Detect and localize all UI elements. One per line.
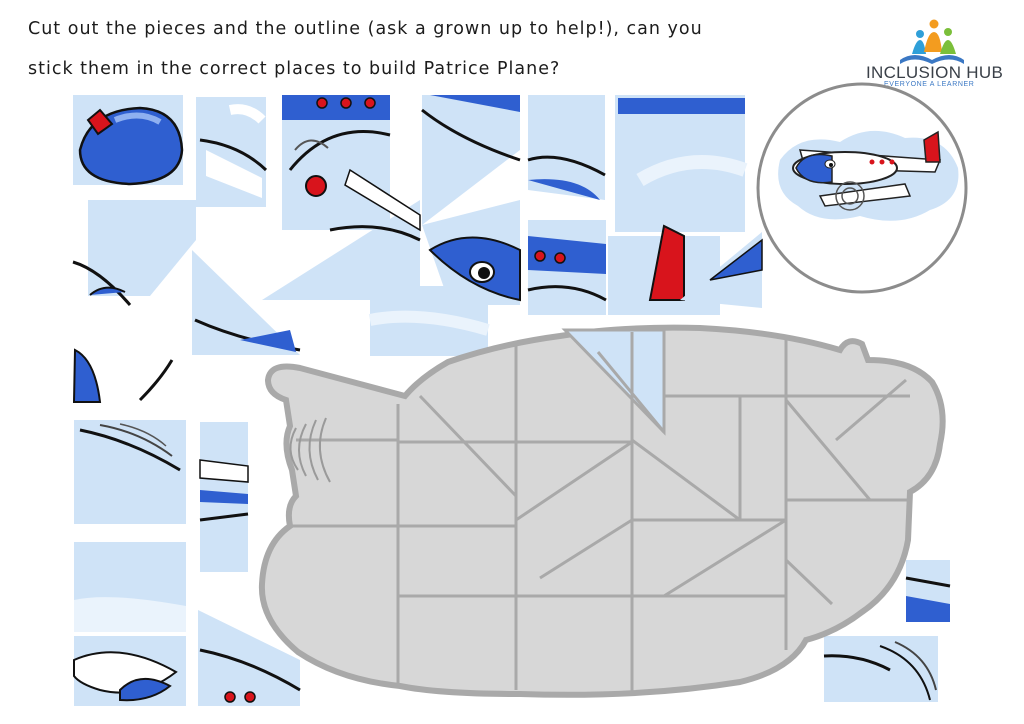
puzzle-piece — [74, 420, 186, 524]
puzzle-piece — [262, 200, 420, 300]
instruction-line-2: stick them in the correct places to buil… — [28, 59, 561, 79]
reference-plane-picture — [756, 82, 968, 294]
loose-puzzle-pieces — [72, 95, 951, 706]
plane-outline-template — [258, 324, 946, 698]
brand-name: INCLUSION HUB — [866, 63, 1004, 82]
instruction-line-1: Cut out the pieces and the outline (ask … — [28, 19, 703, 39]
puzzle-piece — [528, 95, 605, 200]
inclusion-hub-logo-icon — [900, 19, 964, 64]
puzzle-piece — [88, 200, 196, 296]
brand-tagline: EVERYONE A LEARNER — [884, 81, 975, 88]
puzzle-piece — [680, 232, 762, 308]
puzzle-piece — [198, 610, 300, 706]
